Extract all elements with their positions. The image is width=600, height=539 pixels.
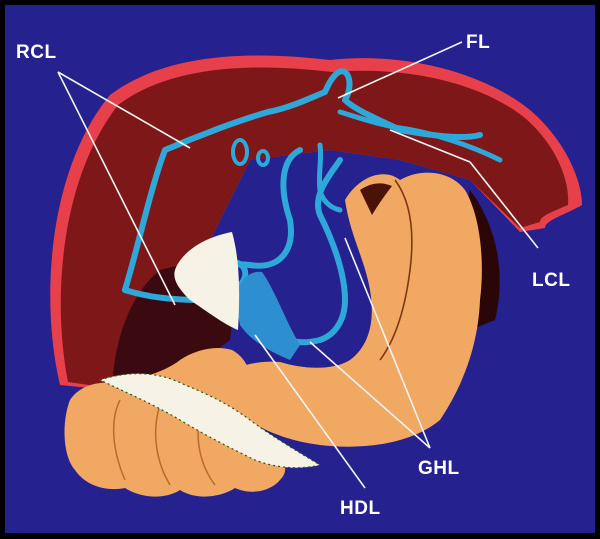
label-ghl: GHL bbox=[418, 458, 460, 479]
label-fl: FL bbox=[466, 32, 490, 53]
label-rcl: RCL bbox=[16, 42, 57, 63]
label-hdl: HDL bbox=[340, 498, 381, 519]
label-lcl: LCL bbox=[532, 270, 570, 291]
